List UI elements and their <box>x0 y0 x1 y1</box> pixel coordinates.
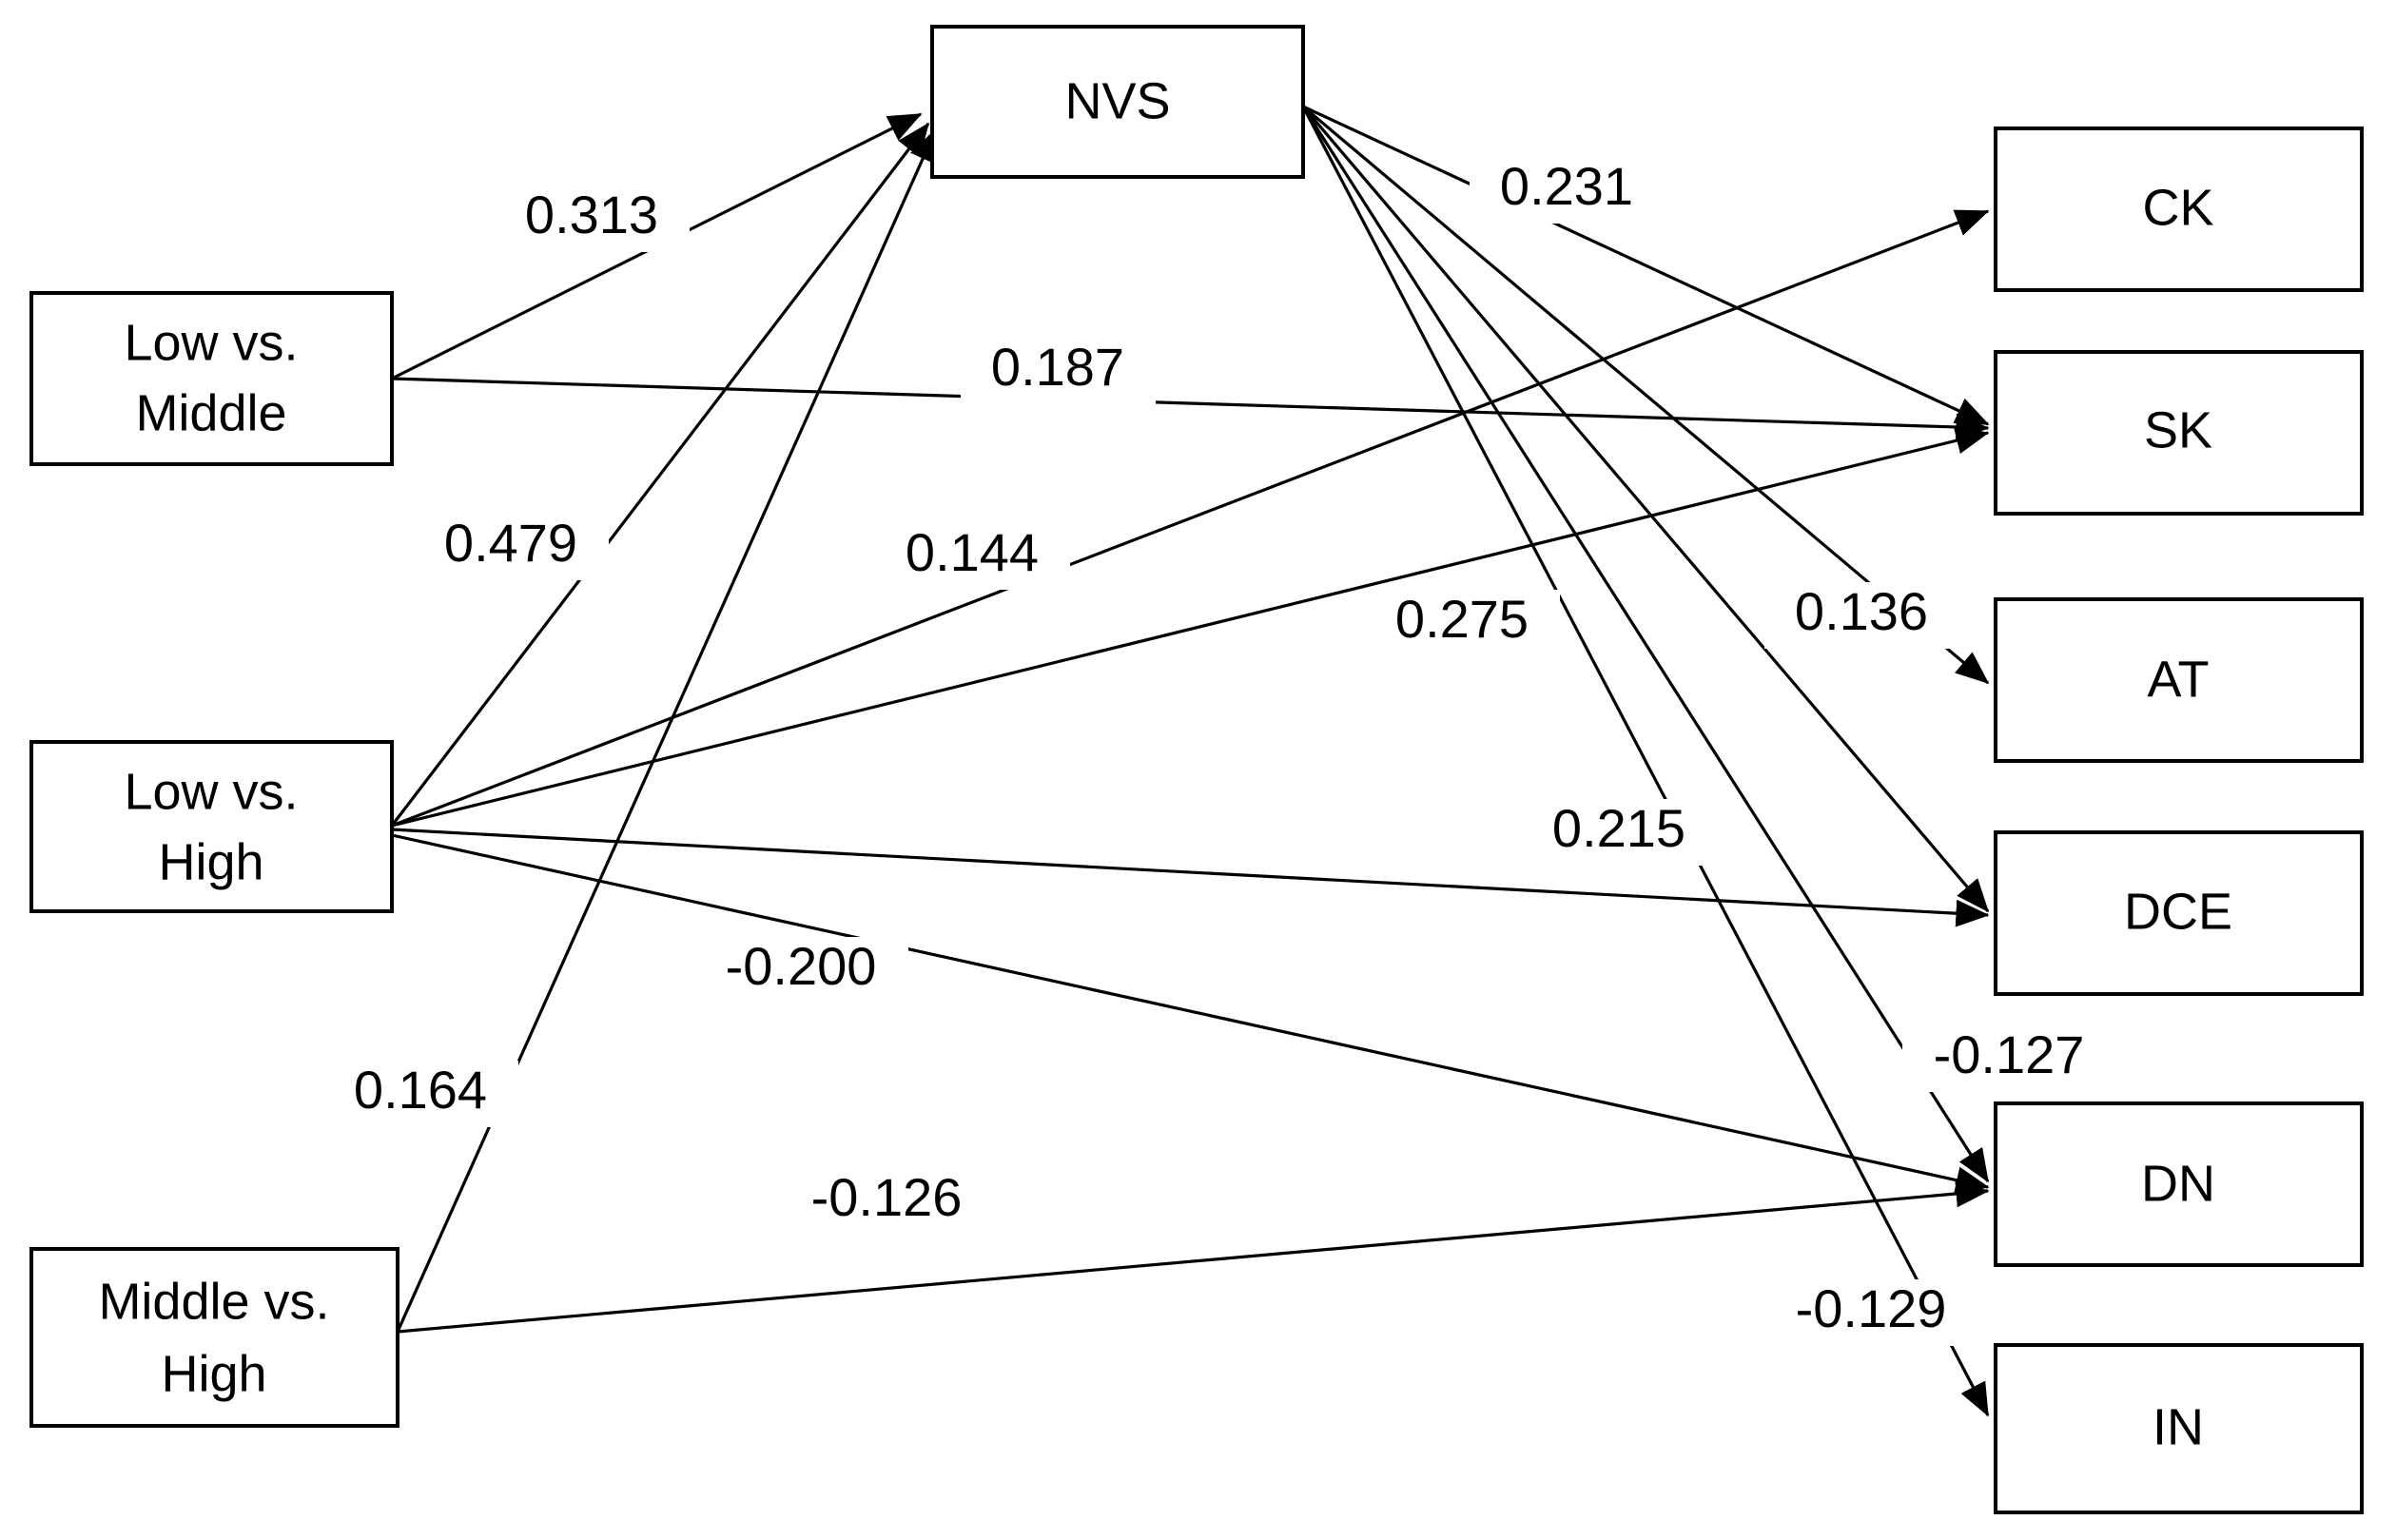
node-low-high[interactable]: Low vs. High <box>29 740 394 913</box>
path-nvs-to-dce <box>1301 105 1990 913</box>
node-low-middle-box[interactable] <box>29 291 394 466</box>
node-at-label: AT <box>2148 651 2210 708</box>
edge-label-m0126: -0.126 <box>811 1167 963 1227</box>
edge-label-0231: 0.231 <box>1500 156 1633 216</box>
edge-label-0136: 0.136 <box>1795 581 1928 641</box>
node-in-box[interactable] <box>1994 1343 2364 1514</box>
path-nvs-to-dn <box>1301 106 1990 1183</box>
node-middle-high[interactable]: Middle vs. High <box>29 1247 399 1428</box>
edge-label-m0200: -0.200 <box>726 936 877 996</box>
path-low-middle-to-sk <box>391 377 1990 441</box>
path-nvs-to-in <box>1301 106 1990 1417</box>
path-middle-high-to-nvs <box>396 127 938 1333</box>
node-low-middle[interactable]: Low vs. Middle <box>29 291 394 466</box>
path-low-high-to-sk <box>391 427 1990 828</box>
path-low-high-to-dn <box>391 833 1990 1194</box>
node-nvs-label: NVS <box>1064 72 1170 129</box>
edge-label-m0129: -0.129 <box>1796 1278 1947 1338</box>
node-in-label: IN <box>2153 1398 2204 1455</box>
node-ck-box[interactable] <box>1994 127 2364 292</box>
node-low-middle-label-line1: Low vs. <box>124 314 298 371</box>
node-middle-high-box[interactable] <box>29 1247 399 1428</box>
path-low-high-to-dce <box>391 828 1990 927</box>
node-low-high-box[interactable] <box>29 740 394 913</box>
path-nvs-to-sk <box>1302 105 1990 426</box>
edge-label-layer: 0.313 0.187 0.479 0.144 0.275 0.136 0.21… <box>323 156 2116 1346</box>
node-sk-label: SK <box>2144 401 2212 458</box>
node-low-high-label-line2: High <box>158 833 263 890</box>
node-dce-box[interactable] <box>1994 830 2364 996</box>
node-nvs-box[interactable] <box>930 25 1305 179</box>
node-sk[interactable]: SK <box>1994 350 2364 516</box>
edge-label-0144: 0.144 <box>906 522 1039 582</box>
edge-layer <box>390 105 1990 1417</box>
edge-label-0275: 0.275 <box>1395 589 1529 649</box>
node-middle-high-label-line1: Middle vs. <box>98 1273 329 1330</box>
path-low-high-to-nvs <box>390 122 930 827</box>
node-at[interactable]: AT <box>1994 597 2364 763</box>
node-middle-high-label-line2: High <box>161 1345 266 1402</box>
node-dn-label: DN <box>2141 1155 2215 1212</box>
node-dn-box[interactable] <box>1994 1101 2364 1267</box>
node-at-box[interactable] <box>1994 597 2364 763</box>
node-ck-label: CK <box>2142 179 2213 236</box>
node-dce-label: DCE <box>2124 883 2232 940</box>
edge-label-0313: 0.313 <box>525 185 658 244</box>
path-middle-high-to-dn <box>397 1179 1990 1334</box>
node-low-middle-label-line2: Middle <box>135 384 286 441</box>
node-dn[interactable]: DN <box>1994 1101 2364 1267</box>
node-low-high-label-line1: Low vs. <box>124 763 298 820</box>
edge-label-0479: 0.479 <box>444 513 577 573</box>
node-in[interactable]: IN <box>1994 1343 2364 1514</box>
node-nvs[interactable]: NVS <box>930 25 1305 179</box>
edge-label-0187: 0.187 <box>991 337 1124 397</box>
path-low-high-to-ck <box>391 209 1990 828</box>
edge-label-0215: 0.215 <box>1552 798 1685 858</box>
edge-label-0164: 0.164 <box>354 1060 487 1120</box>
node-dce[interactable]: DCE <box>1994 830 2364 996</box>
node-ck[interactable]: CK <box>1994 127 2364 292</box>
edge-label-m0127: -0.127 <box>1934 1024 2085 1084</box>
node-sk-box[interactable] <box>1994 350 2364 516</box>
